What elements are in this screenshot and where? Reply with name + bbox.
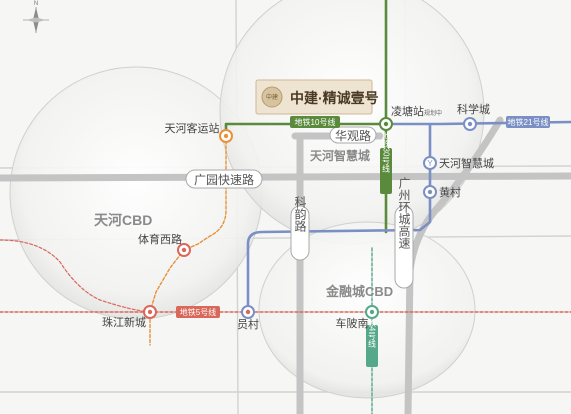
station-huangcun[interactable]: 黄村 [423, 185, 461, 199]
district-label-finance-city: 金融城CBD [325, 284, 393, 299]
station-yuancun[interactable]: 员村 [237, 305, 259, 331]
metro-line-3 [149, 135, 227, 346]
project-badge[interactable]: 中建 中建·精诚壹号 [255, 79, 379, 115]
road-label-huaguan: 华观路 [329, 126, 377, 144]
road-label-ring-highway: 广州环城高速 [394, 177, 414, 289]
project-name: 中建·精诚壹号 [290, 90, 379, 106]
svg-text:凌塘站: 凌塘站 [391, 104, 424, 118]
station-lingtang-tag: 规划中 [424, 109, 442, 117]
svg-text:广州环城高速: 广州环城高速 [397, 177, 411, 249]
svg-text:地铁10号线: 地铁10号线 [295, 117, 336, 127]
metro-line-cbd-ring [0, 239, 151, 313]
svg-text:广园快速路: 广园快速路 [194, 172, 254, 187]
project-logo-icon [261, 86, 283, 108]
project-logo-mark: 中建 [266, 93, 278, 101]
svg-text:员村: 员村 [237, 317, 259, 331]
compass-north-label: N [34, 1, 38, 7]
svg-text:科韵路: 科韵路 [293, 196, 307, 233]
station-interchange-icon: Y [427, 159, 433, 168]
district-label-zhihuicheng: 天河智慧城 [310, 148, 370, 163]
svg-text:体育西路: 体育西路 [138, 232, 182, 246]
svg-text:华观路: 华观路 [335, 128, 371, 143]
line-label-5: 地铁5号线 [176, 306, 220, 318]
station-lingtang[interactable]: 凌塘站 规划中 [379, 104, 442, 131]
line-label-30: 地铁30号线 [380, 131, 392, 194]
road-label-guangyuan: 广园快速路 [185, 169, 263, 189]
road-label-keyun: 科韵路 [290, 196, 310, 261]
station-chebei-south[interactable]: 车陂南 [336, 305, 379, 330]
station-tianhe-bus-terminal[interactable]: 天河客运站 [165, 121, 233, 143]
svg-text:天河智慧城: 天河智慧城 [439, 156, 494, 170]
svg-text:天河客运站: 天河客运站 [165, 121, 220, 135]
svg-text:科学城: 科学城 [457, 102, 490, 116]
station-zhujiang-xincheng[interactable]: 珠江新城 [102, 305, 157, 329]
svg-text:黄村: 黄村 [439, 185, 461, 199]
svg-text:地铁30号线: 地铁30号线 [382, 131, 391, 173]
metro-line-21-west [246, 190, 432, 314]
svg-text:地铁21号线: 地铁21号线 [508, 117, 549, 127]
line-label-4: 地铁4号线 [366, 310, 378, 367]
line-label-10: 地铁10号线 [290, 116, 340, 128]
station-tiyu-xilu[interactable]: 体育西路 [138, 232, 191, 257]
svg-text:地铁5号线: 地铁5号线 [180, 307, 216, 317]
compass-icon: N [23, 1, 49, 33]
svg-text:车陂南: 车陂南 [336, 316, 369, 330]
svg-text:地铁4号线: 地铁4号线 [368, 310, 377, 347]
station-kexuecheng[interactable]: 科学城 [457, 102, 490, 131]
district-label-tianhe-cbd: 天河CBD [94, 212, 152, 228]
station-tianhe-zhihuicheng[interactable]: Y 天河智慧城 [423, 156, 494, 170]
svg-text:珠江新城: 珠江新城 [102, 315, 146, 329]
line-label-21: 地铁21号线 [506, 116, 550, 128]
